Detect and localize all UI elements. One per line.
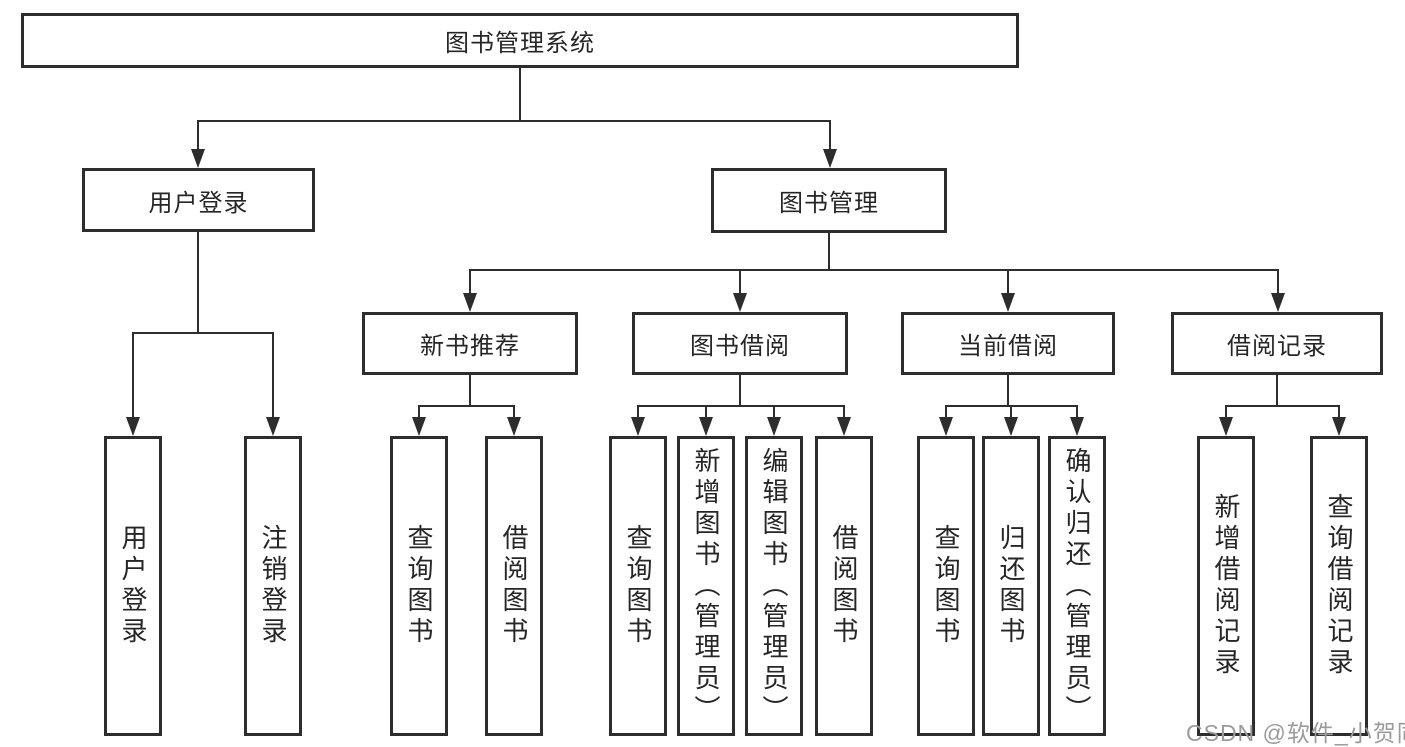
leaf-current-confirm-admin-label: 确认归还（管理员） bbox=[1062, 446, 1092, 726]
arrowhead-book-borrow-leaf-3 bbox=[767, 417, 781, 436]
leaf-current-query-label: 查询图书 bbox=[931, 524, 961, 648]
leaf-records-add-label: 新增借阅记录 bbox=[1211, 493, 1241, 679]
leaf-newbooks-query-label: 查询图书 bbox=[404, 524, 434, 648]
connector-book-borrow-stem bbox=[739, 375, 741, 407]
leaf-borrow-query: 查询图书 bbox=[609, 436, 667, 736]
leaf-logout-label: 注销登录 bbox=[258, 524, 288, 648]
connector-book-borrow-drop-4 bbox=[843, 405, 845, 420]
connector-borrow-records-drop-1 bbox=[1225, 405, 1227, 420]
arrowhead-book-borrow bbox=[733, 293, 747, 312]
node-current-borrow: 当前借阅 bbox=[901, 312, 1115, 375]
leaf-records-add: 新增借阅记录 bbox=[1197, 436, 1255, 736]
node-current-borrow-label: 当前借阅 bbox=[958, 333, 1058, 360]
connector-root-drop-left bbox=[197, 120, 199, 152]
connector-new-books-stem bbox=[469, 375, 471, 407]
arrowhead-current-borrow-leaf-1 bbox=[939, 417, 953, 436]
leaf-current-return-label: 归还图书 bbox=[996, 524, 1026, 648]
node-borrow-records: 借阅记录 bbox=[1171, 312, 1383, 375]
node-book-borrow-label: 图书借阅 bbox=[690, 333, 790, 360]
leaf-borrow-edit-admin-label: 编辑图书（管理员） bbox=[759, 446, 789, 726]
connector-user-login-drop-2 bbox=[272, 332, 274, 420]
leaf-current-return: 归还图书 bbox=[982, 436, 1040, 736]
connector-borrow-records-bar bbox=[1225, 405, 1339, 407]
connector-borrow-records-stem bbox=[1276, 375, 1278, 407]
arrowhead-borrow-records-leaf-1 bbox=[1219, 417, 1233, 436]
connector-current-borrow-stem bbox=[1007, 375, 1009, 407]
connector-book-borrow-drop-3 bbox=[773, 405, 775, 420]
leaf-borrow-book-label: 借阅图书 bbox=[829, 524, 859, 648]
arrowhead-current-borrow bbox=[1001, 293, 1015, 312]
leaf-borrow-edit-admin: 编辑图书（管理员） bbox=[745, 436, 803, 736]
connector-current-borrow-drop-3 bbox=[1076, 405, 1078, 420]
leaf-logout: 注销登录 bbox=[244, 436, 302, 736]
leaf-records-query-label: 查询借阅记录 bbox=[1324, 493, 1354, 679]
connector-book-mgmt-drop-2 bbox=[739, 269, 741, 294]
arrowhead-logout-leaf bbox=[266, 417, 280, 436]
connector-borrow-records-drop-2 bbox=[1338, 405, 1340, 420]
arrowhead-book-borrow-leaf-1 bbox=[631, 417, 645, 436]
csdn-watermark: CSDN @软件_小贺同学 bbox=[1186, 720, 1405, 746]
leaf-newbooks-query: 查询图书 bbox=[390, 436, 448, 736]
arrowhead-book-borrow-leaf-4 bbox=[837, 417, 851, 436]
arrowhead-book-borrow-leaf-2 bbox=[699, 417, 713, 436]
connector-user-login-stem bbox=[197, 232, 199, 334]
connector-book-borrow-drop-1 bbox=[637, 405, 639, 420]
leaf-newbooks-borrow: 借阅图书 bbox=[485, 436, 543, 736]
connector-root-bar bbox=[197, 120, 831, 122]
connector-user-login-bar bbox=[132, 332, 274, 334]
arrowhead-current-borrow-leaf-3 bbox=[1070, 417, 1084, 436]
connector-new-books-drop-2 bbox=[513, 405, 515, 420]
node-root-label: 图书管理系统 bbox=[445, 30, 595, 57]
leaf-records-query: 查询借阅记录 bbox=[1310, 436, 1368, 736]
node-book-management: 图书管理 bbox=[711, 168, 947, 233]
node-root: 图书管理系统 bbox=[21, 13, 1019, 68]
leaf-borrow-add-admin: 新增图书（管理员） bbox=[677, 436, 735, 736]
node-book-borrow: 图书借阅 bbox=[632, 312, 848, 375]
connector-new-books-bar bbox=[418, 405, 515, 407]
node-book-management-label: 图书管理 bbox=[779, 190, 879, 217]
connector-book-mgmt-bar bbox=[469, 269, 1279, 271]
leaf-borrow-add-admin-label: 新增图书（管理员） bbox=[691, 446, 721, 726]
connector-current-borrow-drop-1 bbox=[945, 405, 947, 420]
leaf-borrow-book: 借阅图书 bbox=[815, 436, 873, 736]
arrowhead-current-borrow-leaf-2 bbox=[1004, 417, 1018, 436]
connector-book-borrow-bar bbox=[637, 405, 845, 407]
node-borrow-records-label: 借阅记录 bbox=[1227, 333, 1327, 360]
connector-new-books-drop-1 bbox=[418, 405, 420, 420]
connector-root-stem bbox=[519, 68, 521, 122]
leaf-user-login: 用户登录 bbox=[104, 436, 162, 736]
node-new-books-label: 新书推荐 bbox=[420, 333, 520, 360]
leaf-current-confirm-admin: 确认归还（管理员） bbox=[1048, 436, 1106, 736]
connector-user-login-drop-1 bbox=[132, 332, 134, 420]
leaf-borrow-query-label: 查询图书 bbox=[623, 524, 653, 648]
connector-book-mgmt-drop-4 bbox=[1277, 269, 1279, 294]
connector-book-mgmt-stem bbox=[828, 233, 830, 271]
connector-current-borrow-drop-2 bbox=[1010, 405, 1012, 420]
node-user-login: 用户登录 bbox=[82, 168, 315, 232]
arrowhead-borrow-records-leaf-2 bbox=[1332, 417, 1346, 436]
node-new-books: 新书推荐 bbox=[362, 312, 578, 375]
arrowhead-new-books-leaf-1 bbox=[412, 417, 426, 436]
arrowhead-new-books bbox=[463, 293, 477, 312]
node-user-login-label: 用户登录 bbox=[148, 189, 249, 217]
leaf-newbooks-borrow-label: 借阅图书 bbox=[499, 524, 529, 648]
arrowhead-login-leaf bbox=[126, 417, 140, 436]
arrowhead-book-management bbox=[823, 149, 837, 168]
leaf-current-query: 查询图书 bbox=[917, 436, 975, 736]
arrowhead-new-books-leaf-2 bbox=[507, 417, 521, 436]
arrowhead-user-login bbox=[191, 149, 205, 168]
arrowhead-borrow-records bbox=[1271, 293, 1285, 312]
connector-book-mgmt-drop-3 bbox=[1007, 269, 1009, 294]
connector-root-drop-right bbox=[829, 120, 831, 152]
connector-book-borrow-drop-2 bbox=[705, 405, 707, 420]
leaf-user-login-label: 用户登录 bbox=[118, 524, 148, 648]
connector-book-mgmt-drop-1 bbox=[469, 269, 471, 294]
